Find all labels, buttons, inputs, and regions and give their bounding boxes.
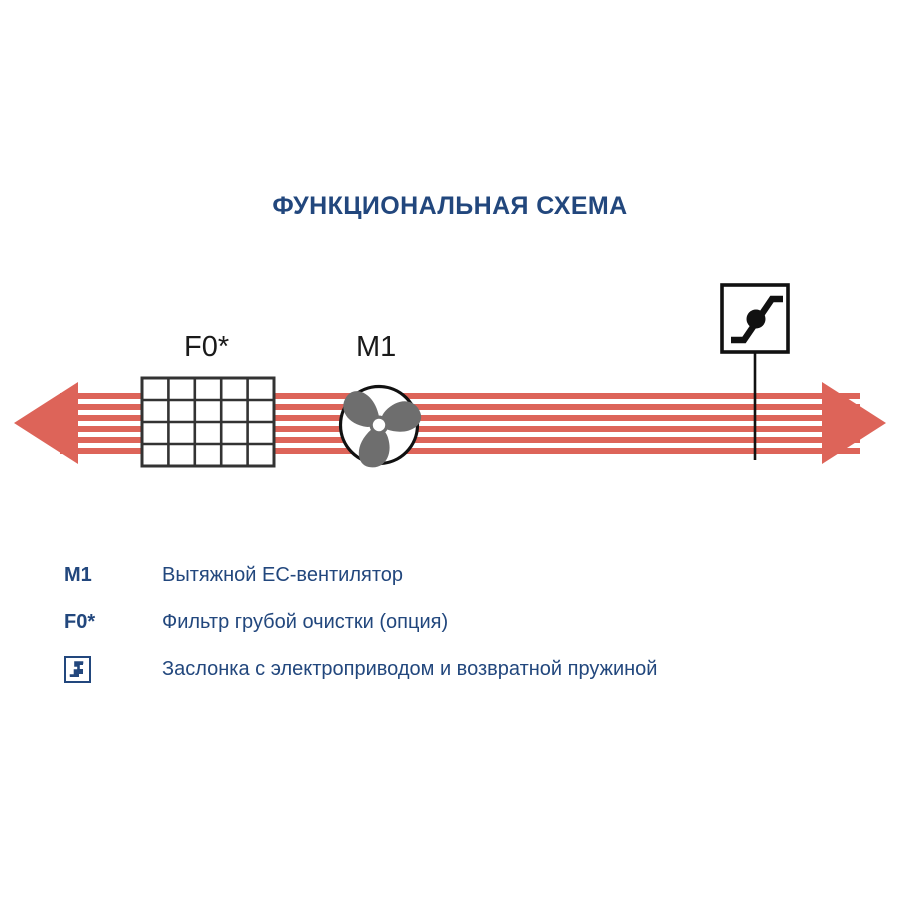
fan-label: M1 bbox=[356, 331, 397, 363]
schematic-diagram bbox=[0, 255, 900, 495]
legend: M1 Вытяжной ЕС-вентилятор F0* Фильтр гру… bbox=[64, 552, 844, 693]
airflow-band bbox=[14, 382, 886, 464]
legend-row: F0* Фильтр грубой очистки (опция) bbox=[64, 599, 844, 646]
legend-desc-m1: Вытяжной ЕС-вентилятор bbox=[162, 564, 404, 586]
page-title: ФУНКЦИОНАЛЬНАЯ СХЕМА bbox=[272, 192, 628, 220]
damper-icon bbox=[720, 283, 790, 460]
legend-key-m1: M1 bbox=[64, 564, 92, 586]
legend-desc-f0: Фильтр грубой очистки (опция) bbox=[162, 611, 449, 633]
airflow-arrow-right bbox=[822, 382, 886, 464]
fan-icon bbox=[338, 384, 422, 468]
legend-key-damper bbox=[64, 656, 162, 683]
filter-label: F0* bbox=[184, 331, 230, 363]
airflow-arrow-left bbox=[14, 382, 78, 464]
filter-grid-icon bbox=[140, 376, 276, 468]
legend-desc-damper: Заслонка с электроприводом и возвратной … bbox=[162, 658, 658, 680]
legend-key-f0: F0* bbox=[64, 611, 96, 633]
legend-row: M1 Вытяжной ЕС-вентилятор bbox=[64, 552, 844, 599]
damper-spring-icon bbox=[64, 656, 91, 683]
legend-row: Заслонка с электроприводом и возвратной … bbox=[64, 646, 844, 693]
